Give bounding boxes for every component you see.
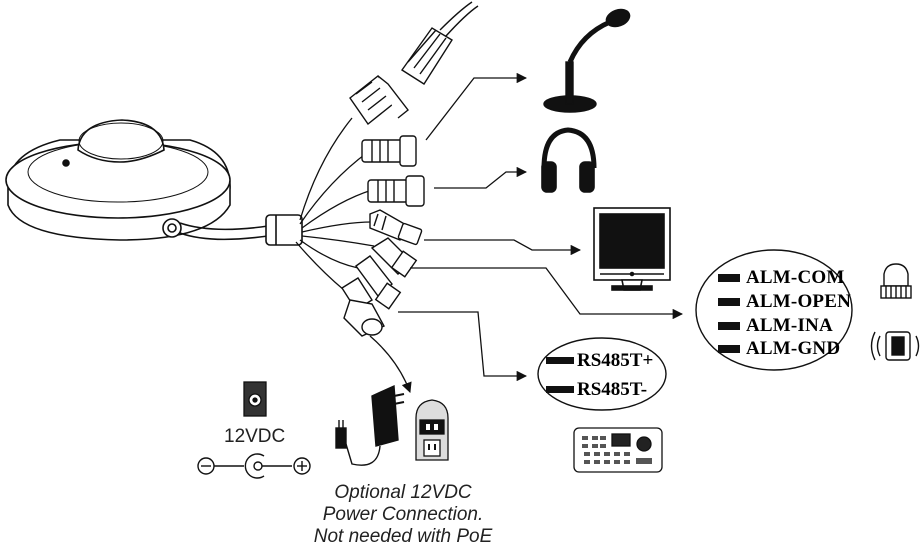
rs485-terminal-oval xyxy=(537,337,667,411)
alarm-terminal-connector-icon xyxy=(370,237,418,278)
microphone-icon xyxy=(543,8,631,113)
power-note-line-1: Optional 12VDC xyxy=(334,482,472,503)
connection-arrows xyxy=(369,72,684,393)
power-note-line-3: Not needed with PoE xyxy=(313,526,493,547)
fisheye-camera-icon xyxy=(5,119,231,241)
arrow-to-monitor xyxy=(424,239,582,256)
audio-out-connector-icon xyxy=(367,175,425,207)
bnc-video-connector-icon xyxy=(369,209,423,246)
rs485-label-minus: RS485T- xyxy=(577,379,648,400)
rs485-label-plus: RS485T+ xyxy=(577,350,654,371)
power-adapter-icon xyxy=(335,384,405,466)
rj45-connector-icon xyxy=(349,75,409,126)
polarity-symbol-icon xyxy=(197,453,311,479)
alarm-terminal-oval xyxy=(695,249,853,371)
arrow-to-microphone xyxy=(425,72,528,141)
arrow-to-headphones xyxy=(434,166,528,189)
monitor-icon xyxy=(593,207,671,291)
alarm-label-open: ALM-OPEN xyxy=(746,291,852,312)
power-note-line-2: Power Connection. xyxy=(322,504,484,525)
arrow-to-rs485 xyxy=(398,311,528,382)
alarm-label-com: ALM-COM xyxy=(746,267,845,288)
dc-power-jack-icon xyxy=(341,277,385,337)
main-cable xyxy=(179,214,303,246)
alarm-label-ina: ALM-INA xyxy=(746,315,833,336)
power-note: Optional 12VDC Power Connection. Not nee… xyxy=(296,482,510,548)
breakout-wires xyxy=(295,117,375,291)
audio-in-connector-icon xyxy=(361,135,417,167)
ptz-keyboard-icon xyxy=(573,427,663,473)
dc-jack-icon xyxy=(243,381,267,417)
arrow-to-power-adapter xyxy=(369,335,412,393)
network-plug-icon xyxy=(401,1,479,85)
arrow-to-alarm xyxy=(410,267,684,320)
dc-voltage-label: 12VDC xyxy=(224,426,286,447)
rs485-terminal-connector-icon xyxy=(355,255,402,310)
alarm-label-gnd: ALM-GND xyxy=(746,338,841,359)
headphones-icon xyxy=(541,127,597,193)
poe-wall-plug-icon xyxy=(415,399,449,461)
door-sensor-icon xyxy=(870,331,920,361)
alarm-siren-icon xyxy=(880,263,912,299)
